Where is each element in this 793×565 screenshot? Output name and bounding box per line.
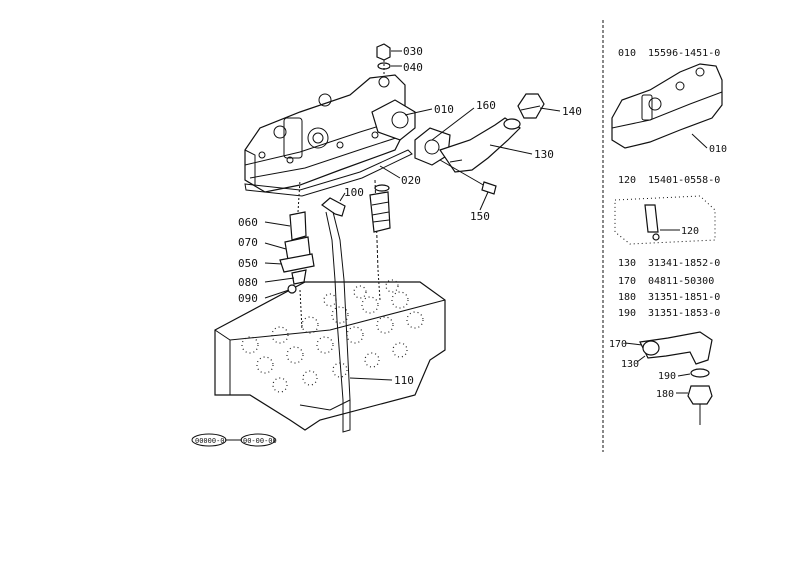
part-ref-170: 170 [618,276,636,287]
ref-tags: 00000-0 00-00-00 [191,433,277,447]
breather-pipe [439,117,521,173]
ref-tag-2: 00-00-00 [243,437,277,445]
part-number-190: 31351-1853-0 [648,308,720,319]
callout-160: 160 [476,99,496,112]
callout-020: 020 [401,174,421,187]
filler-cap [517,93,545,119]
pipe-thumbnail [639,331,713,425]
side-callout-120: 120 [681,226,699,237]
side-callout-170: 170 [609,339,627,350]
callout-130: 130 [534,148,554,161]
part-number-130: 31341-1852-0 [648,258,720,269]
part-number-010: 15596-1451-0 [648,48,720,59]
engine-block [214,279,446,431]
cover-thumbnail [611,63,723,149]
part-number-120: 15401-0558-0 [648,175,720,186]
callout-060: 060 [238,216,258,229]
guide-lines [299,269,381,331]
side-callout-130: 130 [621,359,639,370]
cap-nut [376,43,391,75]
part-number-170: 04811-50300 [648,276,714,287]
callout-010: 010 [434,103,454,116]
bracket-thumbnail [614,195,716,245]
stud-assembly [369,179,391,271]
callout-050: 050 [238,257,258,270]
part-ref-130: 130 [618,258,636,269]
gasket-160 [414,127,451,166]
side-callout-010: 010 [709,144,727,155]
part-ref-010: 010 [618,48,636,59]
hose [321,197,351,433]
callout-030: 030 [403,45,423,58]
part-number-180: 31351-1851-0 [648,292,720,303]
bolt-150 [439,159,497,195]
part-ref-180: 180 [618,292,636,303]
callout-100: 100 [344,186,364,199]
callout-090: 090 [238,292,258,305]
side-callout-190: 190 [658,371,676,382]
main-callouts: 030 040 010 160 140 130 020 150 100 060 … [238,45,582,387]
callout-110: 110 [394,374,414,387]
callout-150: 150 [470,210,490,223]
callout-080: 080 [238,276,258,289]
part-ref-190: 190 [618,308,636,319]
leader-lines [225,50,561,441]
callout-070: 070 [238,236,258,249]
solenoid-assembly [279,179,315,294]
side-callout-180: 180 [656,389,674,400]
parts-list-panel: 010 15596-1451-0 010 120 15401-0558-0 12… [609,48,727,425]
callout-040: 040 [403,61,423,74]
gasket [244,149,413,197]
part-ref-120: 120 [618,175,636,186]
ref-tag-1: 00000-0 [195,437,225,445]
callout-140: 140 [562,105,582,118]
head-cover [244,74,416,193]
